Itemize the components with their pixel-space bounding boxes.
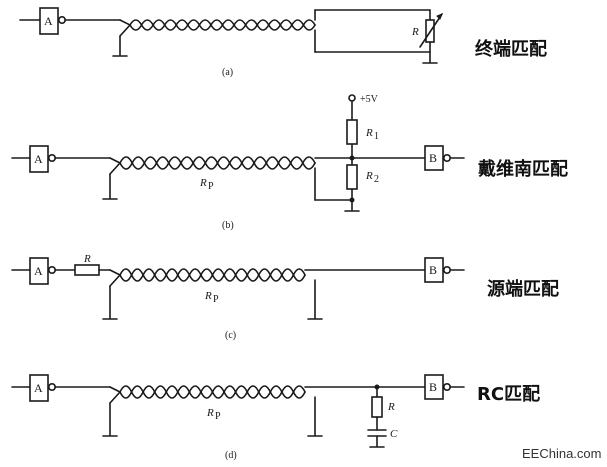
title-b: 戴维南匹配 (478, 158, 568, 180)
r1-sub-b: 1 (374, 131, 379, 142)
title-d: RC匹配 (477, 384, 540, 405)
line-label-b: R (199, 177, 207, 189)
resistor-label-a: R (411, 26, 419, 38)
gate-a-label: A (34, 381, 43, 395)
gate-a (29, 257, 49, 285)
gate-a-label: A (34, 152, 43, 166)
gate-b-label: B (429, 151, 437, 165)
source-resistor-c (74, 264, 100, 276)
caption-b: (b) (222, 220, 234, 231)
gate-a-label: A (34, 264, 43, 278)
panel-c: A R R P B (c) 源端匹配 (11, 253, 559, 341)
gate-a (29, 374, 49, 402)
title-a: 终端匹配 (475, 38, 547, 60)
supply-label-b: +5V (360, 94, 379, 105)
line-label-d: R (206, 407, 214, 419)
r1-label-b: R (365, 127, 373, 139)
twisted-strand-2 (119, 385, 306, 399)
panel-a: A R (a) 终端匹配 (19, 7, 547, 78)
rc-resistor-d (371, 396, 383, 418)
twisted-pair-d (119, 385, 306, 399)
resistor-r2-b (346, 164, 358, 190)
title-c: 源端匹配 (487, 278, 559, 300)
caption-d: (d) (225, 450, 237, 461)
gate-a (29, 145, 49, 173)
twisted-strand-2 (119, 156, 316, 170)
line-sub-c: P (213, 294, 219, 305)
line-sub-b: P (208, 181, 214, 192)
twisted-strand-2 (119, 268, 306, 282)
gate-a (39, 7, 59, 35)
r2-sub-b: 2 (374, 174, 379, 185)
watermark: EEChina.com (522, 446, 601, 461)
panel-b: A R P +5V R 1 R 2 B (b) 戴维南匹配 (11, 94, 568, 231)
resistor-label-c: R (83, 253, 91, 265)
line-label-c: R (204, 290, 212, 302)
gate-b-label: B (429, 380, 437, 394)
line-sub-d: P (215, 411, 221, 422)
twisted-pair-b (119, 156, 316, 170)
resistor-r1-b (346, 119, 358, 145)
r2-label-b: R (365, 170, 373, 182)
caption-a: (a) (222, 67, 233, 78)
twisted-pair-c (119, 268, 306, 282)
resistor-label-d: R (387, 401, 395, 413)
twisted-strand-2 (129, 19, 316, 31)
panel-d: A R P R C B (d) RC匹配 (11, 374, 540, 461)
gate-a-label: A (44, 14, 53, 28)
twisted-pair-a (129, 19, 316, 31)
gate-b-label: B (429, 263, 437, 277)
caption-c: (c) (225, 330, 236, 341)
capacitor-label-d: C (390, 428, 398, 440)
supply-terminal-b (348, 94, 356, 102)
